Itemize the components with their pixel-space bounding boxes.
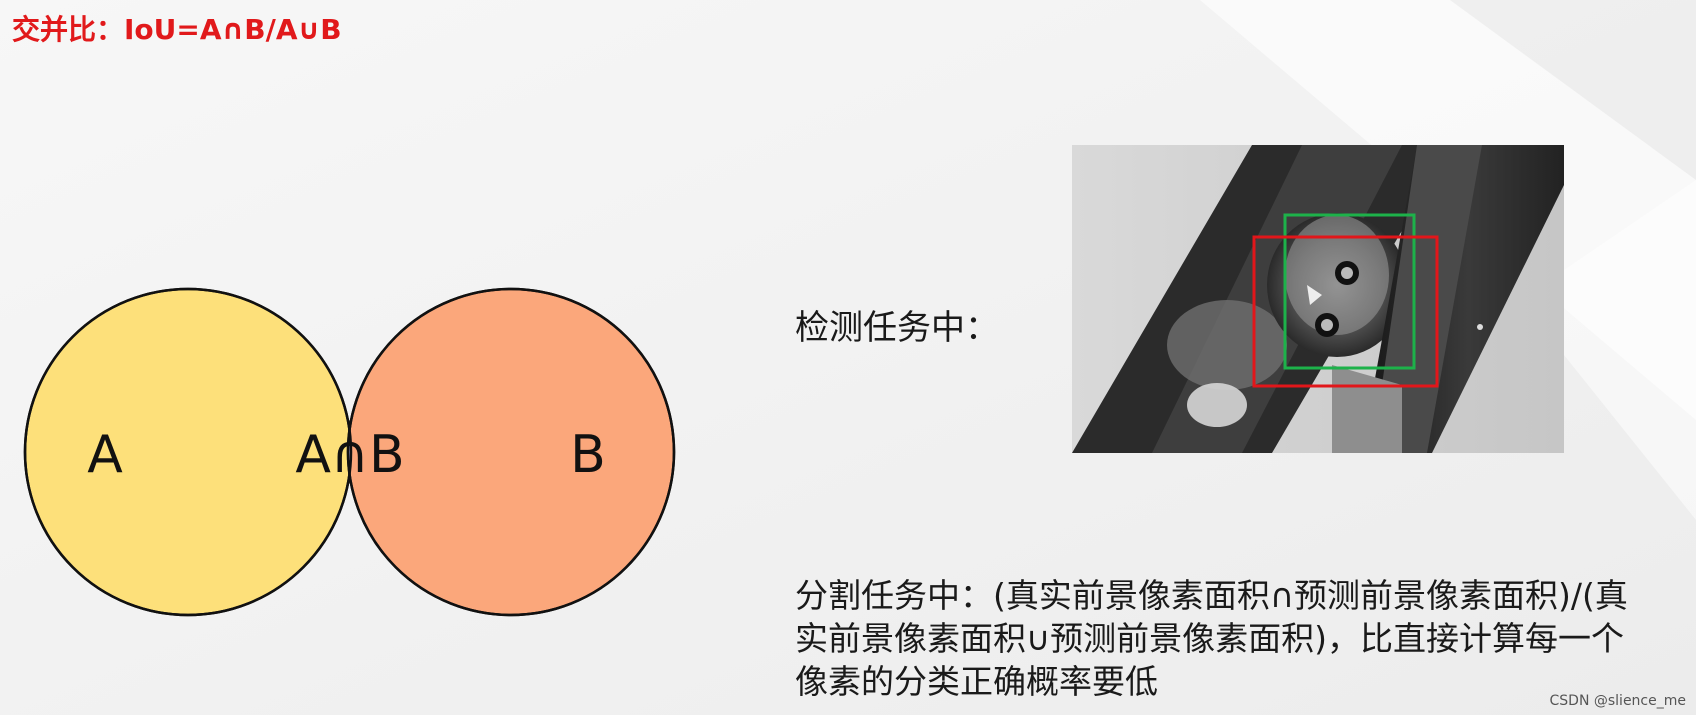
- watermark: CSDN @slience_me: [1549, 693, 1687, 709]
- venn-label-b: B: [570, 425, 606, 485]
- venn-label-intersection: A∩B: [295, 425, 404, 485]
- segmentation-line-1: 分割任务中：(真实前景像素面积∩预测前景像素面积)/(真: [795, 576, 1628, 615]
- slide-title: 交并比：IoU=A∩B/A∪B: [12, 13, 342, 46]
- venn-diagram: A A∩B B: [23, 287, 676, 617]
- segmentation-line-2: 实前景像素面积∪预测前景像素面积)，比直接计算每一个: [795, 619, 1625, 658]
- ground-truth-box: [1283, 213, 1416, 370]
- venn-label-a: A: [87, 425, 123, 485]
- prediction-box: [1252, 235, 1439, 388]
- segmentation-line-3: 像素的分类正确概率要低: [795, 662, 1158, 701]
- cat-photo: [1072, 145, 1564, 453]
- detection-label: 检测任务中：: [795, 308, 999, 348]
- segmentation-text: 分割任务中：(真实前景像素面积∩预测前景像素面积)/(真 实前景像素面积∪预测前…: [795, 574, 1685, 703]
